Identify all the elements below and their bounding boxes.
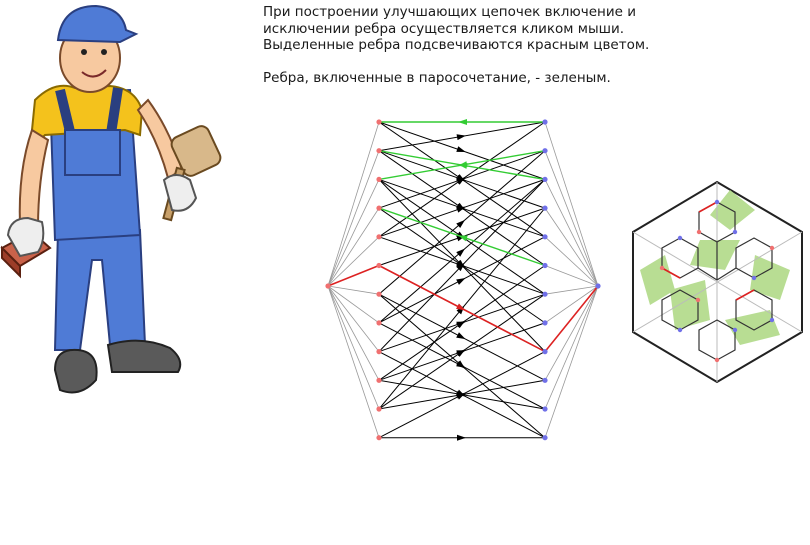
edge-arrow-icon — [456, 332, 466, 340]
left-node[interactable] — [376, 262, 382, 269]
left-node[interactable] — [376, 406, 382, 412]
left-node[interactable] — [376, 205, 382, 211]
sink-edge[interactable] — [544, 179, 599, 287]
source-edge[interactable] — [327, 285, 380, 295]
right-node[interactable] — [542, 320, 548, 326]
sink-edge[interactable] — [544, 236, 599, 287]
sink-edge[interactable] — [544, 150, 599, 287]
source-edge[interactable] — [327, 285, 380, 438]
sink-edge[interactable] — [544, 285, 599, 410]
left-node[interactable] — [376, 234, 382, 240]
edge-arrow-icon — [456, 390, 466, 397]
source-edge[interactable] — [327, 236, 380, 287]
edge-arrow-icon — [456, 259, 465, 269]
selected-edges-layer — [327, 264, 599, 353]
edge-arrow-icon — [456, 321, 466, 328]
selected-edge[interactable] — [327, 264, 380, 287]
matched-edges-layer — [378, 119, 546, 267]
left-node[interactable] — [376, 349, 382, 355]
edges-layer — [327, 121, 599, 441]
edge-arrow-icon — [458, 119, 467, 125]
left-node[interactable] — [376, 377, 382, 383]
source-edge[interactable] — [327, 285, 380, 324]
instruction-line-3: Выделенные ребра подсвечиваются краcным … — [263, 37, 650, 53]
sink-edge[interactable] — [544, 207, 599, 287]
left-node[interactable] — [376, 435, 382, 441]
right-node[interactable] — [542, 349, 548, 355]
edge-arrow-icon — [456, 349, 466, 357]
edge-arrow-icon — [457, 434, 466, 441]
source-node[interactable] — [325, 283, 331, 289]
right-node[interactable] — [542, 435, 548, 441]
sink-edge[interactable] — [544, 285, 599, 438]
left-node[interactable] — [376, 291, 382, 297]
instruction-line-1: При построении улучшающих цепочек включе… — [263, 4, 636, 20]
sink-edge[interactable] — [544, 121, 599, 287]
edge-arrow-icon — [456, 177, 466, 185]
sink-edge[interactable] — [544, 285, 599, 381]
sink-edge[interactable] — [544, 265, 599, 287]
edge-arrow-icon — [456, 134, 466, 141]
selected-edge[interactable] — [544, 285, 599, 353]
source-edge[interactable] — [327, 150, 380, 287]
nodes-layer — [325, 119, 601, 441]
edge-arrow-icon — [456, 146, 466, 153]
source-edge[interactable] — [327, 285, 380, 381]
right-node[interactable] — [542, 176, 548, 182]
left-node[interactable] — [376, 119, 382, 125]
edge-arrow-icon — [456, 219, 466, 228]
right-node[interactable] — [542, 377, 548, 383]
left-node[interactable] — [376, 176, 382, 182]
source-edge[interactable] — [327, 121, 380, 287]
instruction-line-4: Ребра, включенные в паросочетание, - зел… — [263, 69, 611, 86]
right-node[interactable] — [542, 148, 548, 154]
edge-arrow-icon — [456, 303, 466, 311]
right-node[interactable] — [542, 205, 548, 211]
source-edge[interactable] — [327, 207, 380, 287]
right-node[interactable] — [542, 234, 548, 240]
edge-arrow-icon — [456, 278, 466, 285]
right-node[interactable] — [542, 291, 548, 297]
right-node[interactable] — [542, 262, 548, 269]
left-node[interactable] — [376, 148, 382, 154]
right-node[interactable] — [542, 119, 548, 125]
source-edge[interactable] — [327, 285, 380, 352]
instruction-line-2: исключении ребра осуществляется кликом м… — [263, 20, 625, 37]
edge-arrow-icon — [458, 161, 468, 168]
sink-edge[interactable] — [544, 285, 599, 324]
sink-edge[interactable] — [544, 285, 599, 295]
worker-illustration — [0, 4, 222, 394]
sink-node[interactable] — [595, 283, 601, 289]
edge-arrow-icon — [458, 235, 468, 242]
edge-arrow-icon — [456, 248, 466, 257]
right-node[interactable] — [542, 406, 548, 412]
source-edge[interactable] — [327, 285, 380, 410]
edge-arrow-icon — [456, 360, 466, 369]
source-edge[interactable] — [327, 179, 380, 287]
edge-arrow-icon — [456, 206, 466, 213]
instructions-text: При построении улучшающих цепочек включе… — [263, 4, 683, 86]
left-node[interactable] — [376, 320, 382, 326]
hexagon-tile[interactable] — [630, 180, 805, 385]
